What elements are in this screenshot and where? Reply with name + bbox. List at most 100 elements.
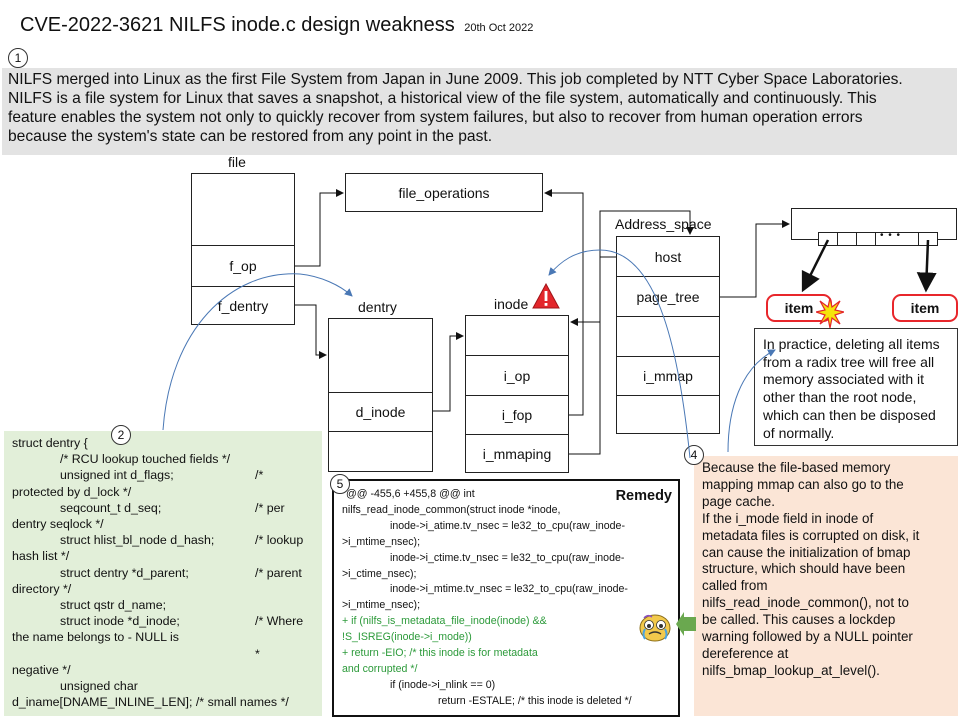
code-line: the name belongs to - NULL is [12,629,314,645]
code-text: unsigned char [60,679,138,694]
code-line: protected by d_lock */ [12,484,314,500]
code-line: struct qstr d_name; [12,597,314,613]
radix-dots: • • • [880,230,902,241]
f-op-connector [295,189,344,267]
step-badge-1: 1 [8,48,28,68]
patch-line: @@ -455,6 +455,8 @@ int [346,488,475,500]
i-mmap-cell: i_mmap [616,356,720,396]
patch-line: >i_mtime_nsec); [342,535,421,548]
intro-line: NILFS merged into Linux as the first Fil… [8,71,903,88]
code-text: seqcount_t d_seq; [60,500,162,515]
radix-slot [856,232,876,246]
explanation-panel: Because the file-based memory mapping mm… [694,456,958,716]
patch-added-line: !S_ISREG(inode->i_mode)) [342,631,472,644]
title-date: 20th Oct 2022 [464,22,534,34]
code-text: d_iname[DNAME_INLINE_LEN]; /* small name… [12,695,289,710]
step-badge-2: 2 [111,425,131,445]
note-line: Because the file-based memory [702,460,891,475]
radix-slot [837,232,857,246]
patch-line: inode->i_atime.tv_nsec = le32_to_cpu(raw… [390,519,625,532]
radix-left-connector [801,239,830,293]
file-label: file [228,154,246,170]
empty-cell [616,316,720,357]
code-line: d_iname[DNAME_INLINE_LEN]; /* small name… [12,694,314,710]
radix-note: In practice, deleting all items from a r… [754,328,958,446]
code-text: struct inode *d_inode; [60,614,180,629]
i-op-cell: i_op [465,355,569,396]
f-op-cell: f_op [191,245,295,287]
code-line: /* RCU lookup touched fields */ [12,451,314,467]
code-comment: /* lookup [255,533,304,548]
note-line: can cause the initialization of bmap [702,544,911,560]
code-line: struct inode *d_inode; /* Where [12,613,314,629]
note-line: nilfs_read_inode_common(), not to [702,595,909,611]
note-line: called from [702,578,768,594]
dentry-label: dentry [358,299,397,315]
code-line: unsigned int d_flags; /* [12,467,314,483]
d-inode-connector [433,332,464,412]
patch-line: inode->i_ctime.tv_nsec = le32_to_cpu(raw… [390,551,625,564]
code-comment: /* [255,468,264,483]
code-text: directory */ [12,581,72,596]
code-line: struct hlist_bl_node d_hash; /* lookup [12,532,314,548]
page-tree-cell: page_tree [616,276,720,317]
page-tree-connector [720,220,790,298]
remedy-panel: Remedy @@ -455,6 +455,8 @@ int nilfs_rea… [332,479,680,717]
note-line: metadata files is corrupted on disk, it [702,527,920,543]
intro-line: because the system's state can be restor… [8,128,493,145]
patch-line: if (inode->i_nlink == 0) [390,678,496,691]
patch-added-line: and corrupted */ [342,662,418,675]
code-line: struct dentry *d_parent; /* parent [12,565,314,581]
code-line: struct dentry { [12,435,314,451]
radix-right-connector [916,239,937,293]
code-text: protected by d_lock */ [12,484,132,499]
code-text: negative */ [12,662,71,677]
address-space-label: Address_space [615,216,712,232]
burst-icon [816,298,844,328]
code-comment: /* parent [255,565,302,580]
file-operations-box: file_operations [345,173,543,212]
note-line: warning followed by a NULL pointer [702,629,913,645]
note-line: dereference at [702,645,789,661]
code-text: struct hlist_bl_node d_hash; [60,533,215,548]
code-text: the name belongs to - NULL is [12,630,179,645]
i-fop-cell: i_fop [465,395,569,435]
intro-panel: NILFS merged into Linux as the first Fil… [2,68,957,155]
patch-line: >i_ctime_nsec); [342,567,417,580]
code-text: unsigned int d_flags; [60,468,174,483]
code-text: dentry seqlock */ [12,517,104,532]
patch-added-line: + return -EIO; /* this inode is for meta… [342,647,538,660]
patch-line: return -ESTALE; /* this inode is deleted… [438,694,632,707]
patch-line: inode->i_mtime.tv_nsec = le32_to_cpu(raw… [390,583,628,596]
f-dentry-connector [295,304,327,359]
struct-dentry-panel: struct dentry { /* RCU lookup touched fi… [4,431,322,716]
code-comment: /* Where [255,614,304,629]
note-line: nilfs_bmap_lookup_at_level(). [702,662,880,678]
step-badge-5: 5 [330,474,350,494]
warning-triangle-icon [532,283,560,309]
note-line: structure, which should have been [702,561,906,577]
d-inode-cell: d_inode [328,392,433,432]
page-title: CVE-2022-3621 NILFS inode.c design weakn… [20,14,533,37]
patch-line: nilfs_read_inode_common(struct inode *in… [342,503,561,516]
code-text: struct qstr d_name; [60,598,167,613]
remedy-title: Remedy [615,488,672,504]
note-line: page cache. [702,493,775,509]
crying-face-icon [639,614,671,642]
intro-line: feature enables the system not only to q… [8,109,863,126]
patch-line: >i_mtime_nsec); [342,599,421,612]
inode-label: inode [494,296,529,312]
code-line: hash list */ [12,548,314,564]
code-comment: * [255,646,260,661]
patch-added-line: + if (nilfs_is_metadata_file_inode(inode… [342,615,547,628]
f-dentry-cell: f_dentry [191,286,295,325]
title-text: CVE-2022-3621 NILFS inode.c design weakn… [20,14,455,36]
code-comment: /* per [255,500,285,515]
note-line: mapping mmap can also go to the [702,476,904,492]
radix-slot [918,232,938,246]
code-line: unsigned char [12,678,314,694]
code-text: struct dentry *d_parent; [60,565,189,580]
code-line: negative */ [12,662,314,678]
host-cell: host [616,236,720,277]
intro-line: NILFS is a file system for Linux that sa… [8,90,877,107]
